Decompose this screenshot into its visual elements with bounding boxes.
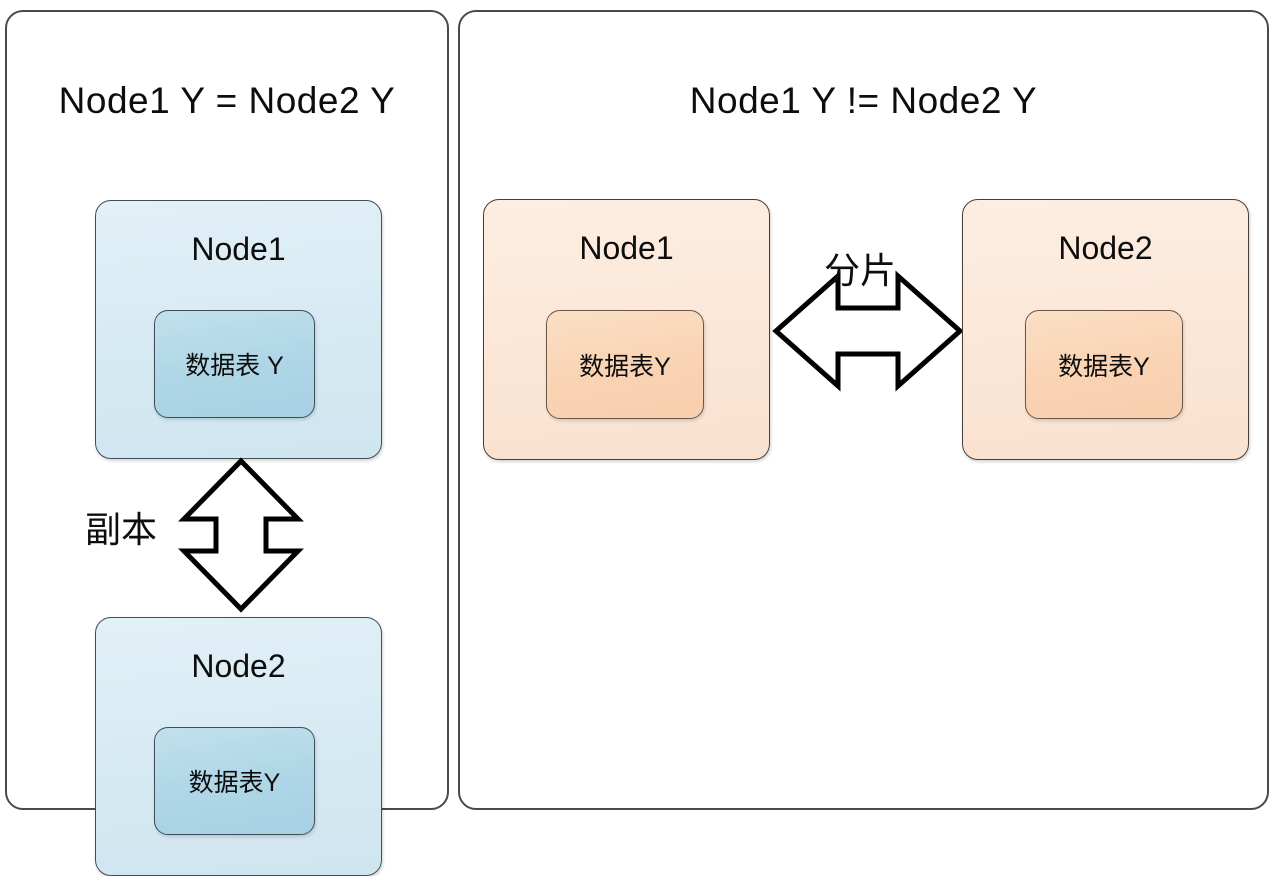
node-card-right-node1[interactable]: Node1 数据表Y <box>483 199 770 460</box>
node-card-left-node2[interactable]: Node2 数据表Y <box>95 617 382 876</box>
table-box-right-node1[interactable]: 数据表Y <box>546 310 704 419</box>
node-label-right-node2: Node2 <box>1058 230 1153 266</box>
table-box-right-node2[interactable]: 数据表Y <box>1025 310 1183 419</box>
bidirectional-arrow-vertical-icon <box>178 457 304 613</box>
table-box-left-node1[interactable]: 数据表 Y <box>154 310 315 418</box>
bidirectional-arrow-horizontal-icon <box>772 270 964 392</box>
panel-right-title: Node1 Y != Node2 Y <box>689 80 1038 121</box>
node-label-right-node1: Node1 <box>579 230 674 266</box>
node-label-left-node1: Node1 <box>191 231 286 267</box>
arrow-label-replica: 副本 <box>85 509 158 550</box>
arrow-label-shard: 分片 <box>824 250 897 291</box>
diagram-canvas: Node1 Y = Node2 Y Node1 数据表 Y 副本 Node2 数… <box>5 10 1269 876</box>
panel-left-title: Node1 Y = Node2 Y <box>58 80 396 121</box>
node-card-right-node2[interactable]: Node2 数据表Y <box>962 199 1249 460</box>
node-card-left-node1[interactable]: Node1 数据表 Y <box>95 200 382 459</box>
node-label-left-node2: Node2 <box>191 648 286 684</box>
table-box-left-node2[interactable]: 数据表Y <box>154 727 315 835</box>
